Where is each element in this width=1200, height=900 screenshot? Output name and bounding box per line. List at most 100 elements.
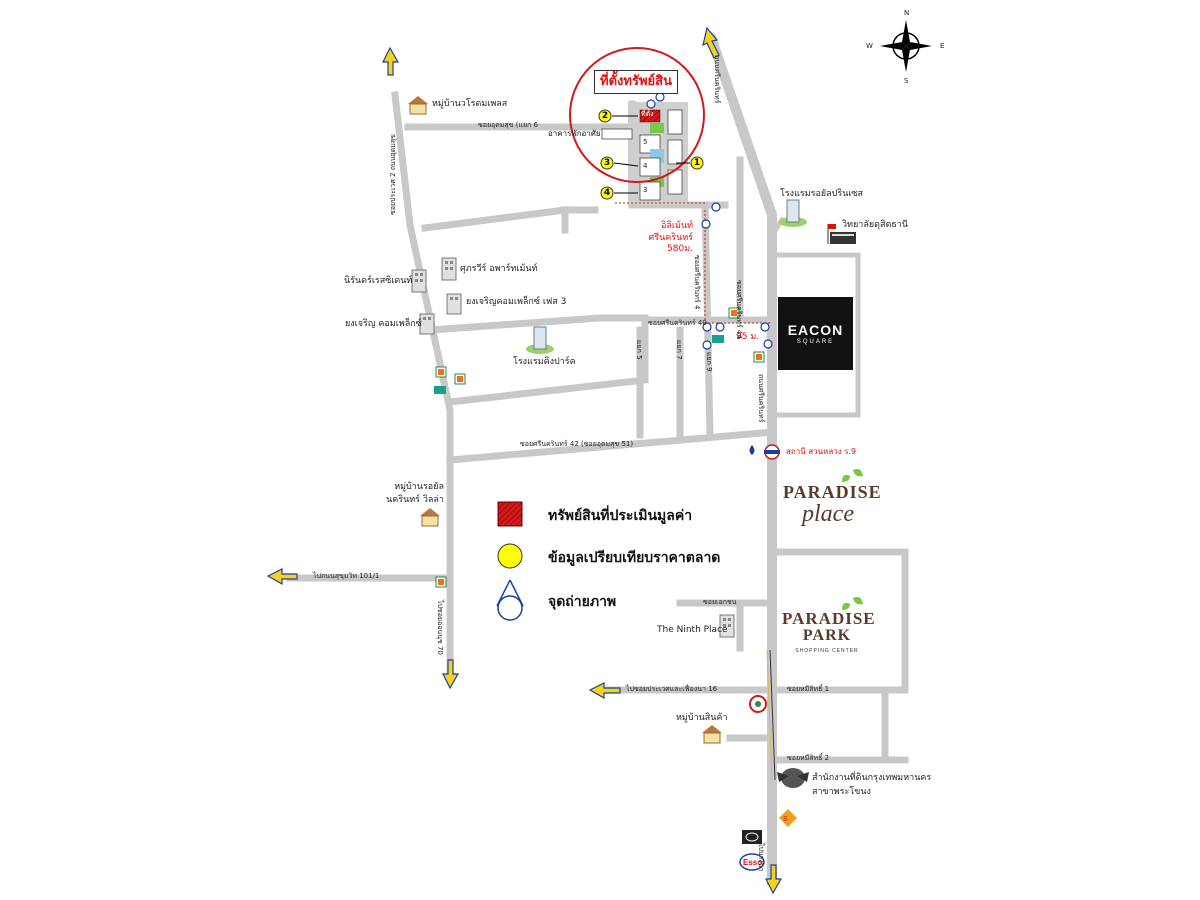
beacon-square-logo: EACON SQUARE <box>778 297 853 370</box>
road-label-soi-private: ซอยเอกชน <box>703 598 737 606</box>
legend-subject-swatch <box>497 501 523 527</box>
site-block <box>601 102 688 205</box>
house-icon <box>408 96 428 115</box>
road-label-srinakarin-40: ซอยศรีนครินทร์ 40 <box>648 319 707 327</box>
compass-s: S <box>904 77 909 85</box>
building-icons <box>411 199 807 638</box>
road-srinakarin <box>705 33 777 885</box>
beacon-title: EACON <box>787 322 844 338</box>
building-icon <box>719 614 735 638</box>
house-icons <box>408 96 722 744</box>
label-building-near-site: อาคารพักอาศัย <box>548 129 601 138</box>
gas-station-icon <box>749 444 780 460</box>
legend-photo-icon <box>496 579 524 621</box>
plot-number: 5 <box>643 138 648 146</box>
arrow-west-lower <box>588 682 621 700</box>
arrow-south-right <box>765 864 783 895</box>
label-prince-hotel: โรงแรมรอยัลปรินเซส <box>780 189 864 199</box>
site-highlight-circle <box>569 47 705 183</box>
road-label-site-soi: ซอยศรีนครินทร์ 4 <box>693 255 701 310</box>
comparable-number-1: 1 <box>693 158 701 168</box>
legend-subject-label: ทรัพย์สินที่ประเมินมูลค่า <box>548 508 693 524</box>
label-ninth-place: The Ninth Place <box>657 625 728 635</box>
arrow-south-left <box>442 659 460 690</box>
legend <box>496 501 524 621</box>
beacon-subtitle: SQUARE <box>796 339 835 345</box>
label-supreme: ศุภรวีร์ อพาร์ทเม้นท์ <box>460 264 538 274</box>
label-hotel-king-park: โรงแรมคิงปาร์ค <box>513 357 576 367</box>
site-tag: ที่ตั้ง <box>641 110 654 118</box>
comparable-marker-1 <box>690 156 704 170</box>
comparable-marker-4 <box>600 186 614 200</box>
paradise-place-logo: PARADISE place <box>783 482 882 528</box>
road-label-soi-9: แยก 9 <box>705 352 713 372</box>
comparable-markers <box>598 109 704 200</box>
road-label-soi-5: แยก 5 <box>635 340 643 360</box>
road-soi-42 <box>446 428 777 464</box>
road-label-soi-42: ซอยศรีนครินทร์ 42 (ซอยอุดมสุข 51) <box>520 440 634 448</box>
esso-icon: Esso <box>739 853 765 871</box>
mazda-icon <box>742 830 762 844</box>
comparable-marker-2 <box>598 109 612 123</box>
road-label-to-onnut: ไปซอยอ่อนนุช 70 <box>436 600 444 655</box>
hotel-icon <box>779 199 807 227</box>
road-label-srinakarin-north: ถนนศรีนครินทร์ <box>713 55 721 104</box>
building-icon <box>441 257 457 281</box>
road-label-west-main: ซอยประเวศ 2 ถนนอุดมสุข <box>389 134 397 215</box>
road-label-to-bangna: ไปบางนา <box>757 843 765 872</box>
paradise-place-title: PARADISE <box>783 482 882 502</box>
direction-arrows <box>266 26 783 895</box>
label-yongcharoen-1: ยงเจริญคอมเพล็กซ์ เฟส 3 <box>466 297 567 307</box>
label-village-w: หมู่บ้านรอยัล นครินทร์ วิลล่า <box>386 482 444 505</box>
college-icon <box>827 224 856 244</box>
house-icon <box>702 725 722 744</box>
svg-text:S: S <box>783 816 788 823</box>
building-icon <box>419 313 435 335</box>
arrow-north-left <box>382 46 400 76</box>
paradise-park-subtitle: SHOPPING CENTER <box>795 647 859 654</box>
house-icon <box>420 508 440 527</box>
legend-comparable-swatch <box>497 543 523 569</box>
subject-property <box>639 109 661 123</box>
road-label-soi-44: ซอยศรีนครินทร์ 44 <box>735 280 743 339</box>
label-district-office: สำนักงานที่ดินกรุงเทพมหานคร สาขาพระโขนง <box>812 773 932 797</box>
shell-icon: S <box>779 809 797 827</box>
svg-text:Esso: Esso <box>743 858 762 867</box>
paradise-park-title-2: PARK <box>802 626 852 644</box>
label-village-s: หมู่บ้านสินค้า <box>676 713 728 723</box>
road-label-soi-north: ซอยอุดมสุข (แยก 6 <box>478 121 538 129</box>
compass-n: N <box>904 9 910 17</box>
road-label-to-prawet: ไปซอยประเวศและเฟื่องนา 16 <box>626 685 718 693</box>
label-station: สถานี สวนหลวง ร.9 <box>786 447 857 456</box>
leaf-icon <box>842 468 863 610</box>
compass-w: W <box>866 42 873 50</box>
compass-icon <box>880 20 932 72</box>
arrow-north-right <box>702 26 720 59</box>
paradise-park-title: PARADISE <box>782 609 876 628</box>
site-title: ที่ตั้งทรัพย์สิน <box>594 70 678 94</box>
road-site-vertical <box>701 201 714 439</box>
plot-number: 4 <box>643 162 648 170</box>
road-label-to-sukhumvit: ไปถนนสุขุมวิท 101/1 <box>313 572 380 580</box>
road-label-soi-nirun-2: ซอยหมีสิทธิ์ 2 <box>787 754 830 762</box>
road-label-srinakarin: ถนนศรีนครินทร์ <box>757 374 765 423</box>
hotel-icon <box>526 326 554 354</box>
label-yongcharoen-2: ยงเจริญ คอมเพล็กซ์ <box>345 319 422 329</box>
label-village-nw: หมู่บ้านวโรดมเพลส <box>432 99 508 109</box>
comparable-number-2: 2 <box>601 111 609 121</box>
road-inner-1 <box>421 206 569 234</box>
label-distance-95: 95 ม. <box>736 332 760 342</box>
paradise-place-subtitle: place <box>802 501 854 527</box>
comparable-number-4: 4 <box>603 188 611 198</box>
legend-comparable-label: ข้อมูลเปรียบเทียบราคาตลาด <box>548 550 721 566</box>
label-element-distance: อิลิเม้นท์ ศรีนครินทร์ 580ม. <box>648 221 693 255</box>
comparable-number-3: 3 <box>603 158 611 168</box>
garuda-emblem-icon <box>777 768 809 788</box>
plot-number: 3 <box>643 186 648 194</box>
road-label-soi-nirun-1: ซอยหมีสิทธิ์ 1 <box>787 685 830 693</box>
road-label-soi-7: แยก 7 <box>675 340 683 360</box>
building-icon <box>411 269 427 293</box>
no-entry-icon <box>749 695 767 713</box>
label-nirun: นิรันดร์เรสซิเดนท์ <box>344 276 413 286</box>
